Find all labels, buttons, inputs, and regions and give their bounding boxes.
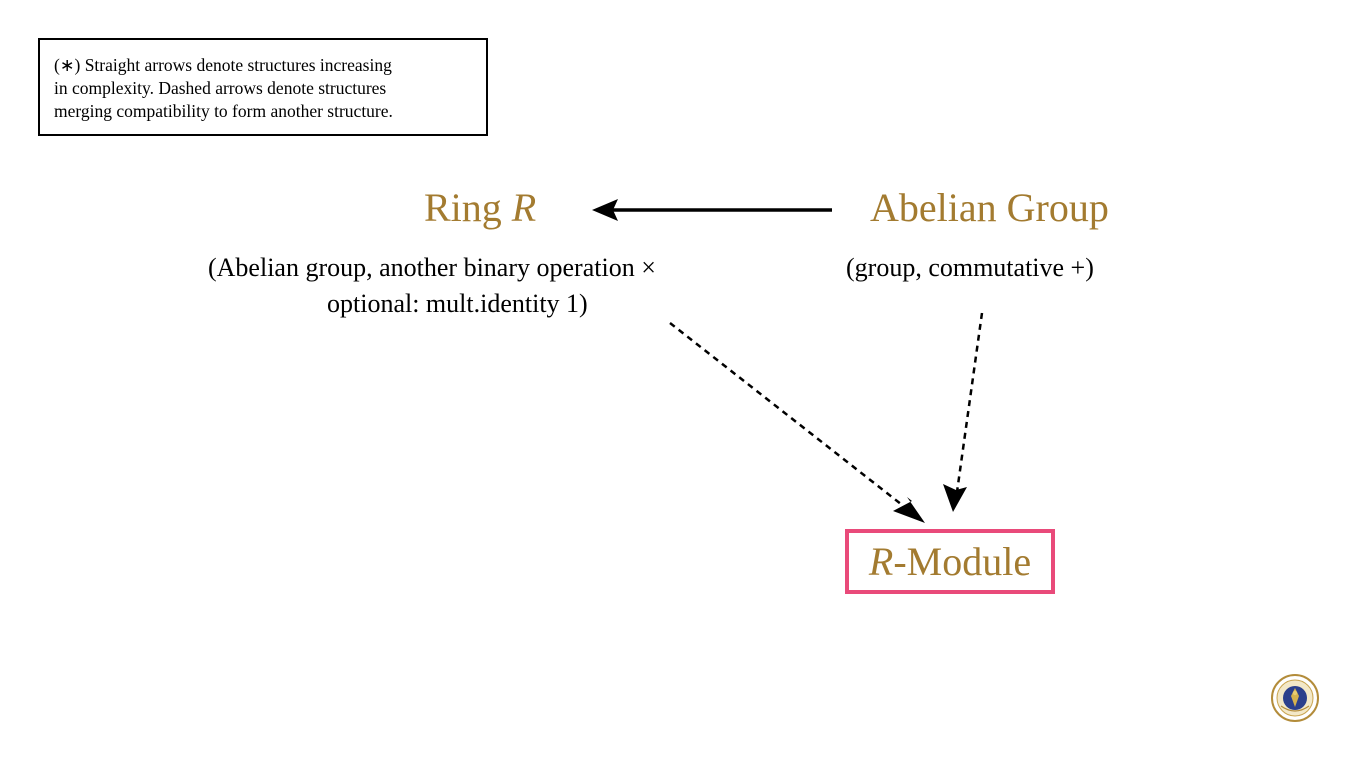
dashed-arrow-abelian-to-module xyxy=(943,312,984,512)
ring-title-prefix: Ring xyxy=(424,185,512,230)
r-module-node-title: R-Module xyxy=(868,538,1032,584)
ring-title-variable: R xyxy=(511,185,537,230)
r-module-node-box: R-Module xyxy=(845,529,1055,594)
university-seal-icon xyxy=(1271,674,1319,722)
legend-note-line: in complexity. Dashed arrows denote stru… xyxy=(54,78,387,98)
ring-description-line-1: (Abelian group, another binary operation… xyxy=(208,253,656,282)
legend-note-line: (∗) Straight arrows denote structures in… xyxy=(54,55,392,75)
legend-note-line: merging compatibility to form another st… xyxy=(54,101,393,121)
dashed-arrow-ring-to-module xyxy=(669,322,925,523)
solid-arrow-abelian-to-ring xyxy=(592,199,832,221)
ring-description-line-2: optional: mult.identity 1) xyxy=(327,289,588,318)
module-title-variable: R xyxy=(868,538,894,584)
module-title-suffix: -Module xyxy=(893,538,1032,584)
abelian-group-description: (group, commutative +) xyxy=(846,253,1094,282)
ring-node-title: Ring R xyxy=(424,188,536,228)
abelian-group-node-title: Abelian Group xyxy=(870,185,1109,230)
legend-note-box: (∗) Straight arrows denote structures in… xyxy=(38,38,488,136)
